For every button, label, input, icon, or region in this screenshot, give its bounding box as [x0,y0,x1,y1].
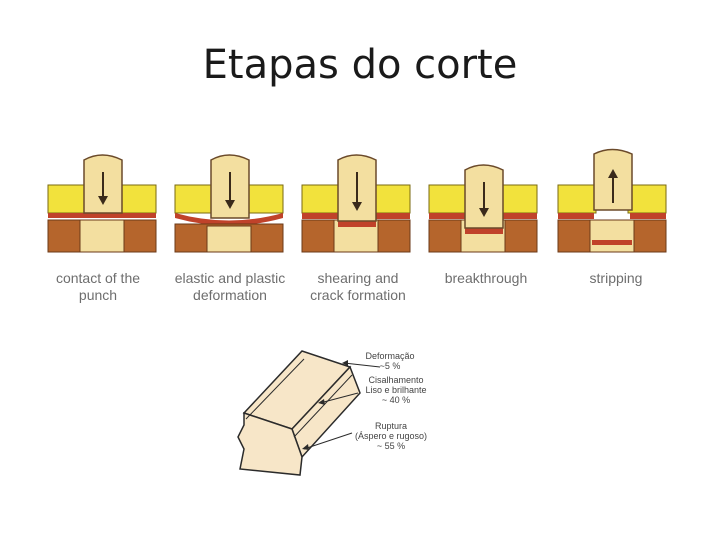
annotation-label: Cisalhamento [368,375,424,385]
cut-edge-illustration [237,350,381,476]
stage-deformation [174,154,284,253]
annotation-label: Deformação [365,351,415,361]
caption-stripping: stripping [551,270,681,287]
annotation-value: ~5 % [379,361,401,371]
caption-deformation: elastic and plastic deformation [165,270,295,304]
slide-title: Etapas do corte [202,42,518,88]
punching-stages-diagram [47,148,667,253]
annotation-rupture: Ruptura (Áspero e rugoso) ~ 55 % [350,421,432,451]
annotation-value: ~ 40 % [381,395,411,405]
caption-shearing: shearing and crack formation [293,270,423,304]
caption-line1: breakthrough [444,270,528,286]
caption-line2: crack formation [310,287,406,303]
stage-breakthrough [428,164,538,253]
caption-line1: elastic and plastic [174,270,286,286]
caption-line1: shearing and [317,270,399,286]
stage-shearing [301,154,411,253]
caption-breakthrough: breakthrough [421,270,551,287]
caption-line2: deformation [193,287,267,303]
caption-line2: punch [78,287,118,303]
annotation-sub: (Áspero e rugoso) [354,431,428,441]
annotation-shearing: Cisalhamento Liso e brilhante ~ 40 % [360,375,432,405]
caption-contact: contact of the punch [33,270,163,304]
annotation-sub: Liso e brilhante [365,385,427,395]
annotation-deformation: Deformação ~5 % [355,351,425,371]
caption-line1: stripping [589,270,643,286]
annotation-value: ~ 55 % [376,441,406,451]
stage-contact [47,154,157,253]
stage-stripping [557,148,667,253]
annotation-label: Ruptura [374,421,408,431]
caption-line1: contact of the [55,270,141,286]
